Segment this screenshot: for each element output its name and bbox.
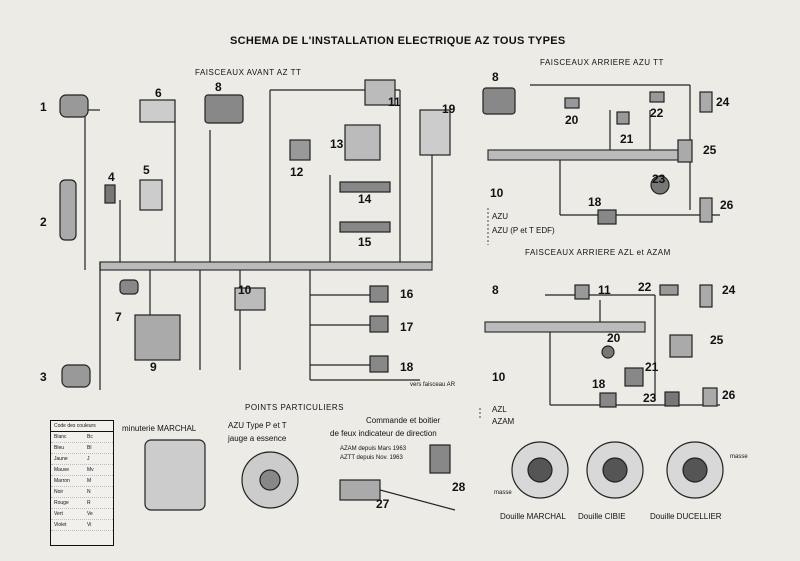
component-number: 10 [490,186,504,200]
caption-azu-pt: AZU Type P et T [228,421,287,430]
socket-ground-label: masse [730,454,748,460]
variant-azam: AZAM [492,417,515,426]
component-number: 7 [115,310,122,324]
component-number: 13 [330,137,344,151]
diagram-title: SCHEMA DE L'INSTALLATION ELECTRIQUE AZ T… [230,35,566,47]
caption-commande: Commande et boitier [366,416,441,425]
legend-header: Code des couleurs [51,421,113,432]
component-number: 28 [452,480,466,494]
component-number: 12 [290,165,304,179]
component-number: 19 [442,102,456,116]
component-number: 8 [492,283,499,297]
component-number: 11 [598,283,611,297]
component-number: 8 [215,80,222,94]
component-number: 26 [720,198,734,212]
variant-azu: AZU [492,212,508,221]
section-rear-azl: FAISCEAUX ARRIERE AZL et AZAM [525,248,671,257]
component-number: 18 [588,195,602,209]
socket-ground-label: masse [494,490,512,496]
socket-ducellier: Douille DUCELLIER [650,512,722,521]
section-points: POINTS PARTICULIERS [245,403,344,412]
component-number: 16 [400,287,414,301]
component-number: 24 [716,95,730,109]
component-number: 8 [492,70,499,84]
component-number: 20 [565,113,579,127]
component-number: 22 [638,280,652,294]
component-2-shape [59,179,77,241]
component-number: 1 [40,100,47,114]
component-number: 26 [722,388,736,402]
caption-jauge: jauge a essence [228,434,287,443]
component-number: 9 [150,360,157,374]
variant-azl: AZL [492,405,507,414]
component-number: 25 [710,333,724,347]
rear-azl-harness [484,321,646,333]
variant-azu-edf: AZU (P et T EDF) [492,226,555,235]
component-number: 2 [40,215,47,229]
component-1-shape [59,94,89,118]
component-number: 24 [722,283,736,297]
component-number: 10 [238,283,252,297]
caption-minuterie: minuterie MARCHAL [122,424,197,433]
component-number: 23 [643,391,657,405]
minuterie-shape [144,439,206,511]
component-number: 4 [108,170,115,184]
component-number: 21 [620,132,634,146]
section-rear-azu: FAISCEAUX ARRIERE AZU TT [540,58,664,67]
caption-vers-faisceau: vers faisceau AR [410,382,456,388]
socket-marchal: Douille MARCHAL [500,512,566,521]
component-number: 14 [358,192,372,206]
component-number: 10 [492,370,506,384]
caption-commande-2: de feux indicateur de direction [330,429,437,438]
component-number: 11 [388,95,401,109]
front-main-harness [99,261,433,271]
caption-azam-date: AZAM depuis Mars 1963 [340,446,407,452]
component-number: 21 [645,360,659,374]
component-number: 25 [703,143,717,157]
component-number: 23 [652,172,666,186]
component-number: 15 [358,235,372,249]
component-3-shape [61,364,91,388]
component-number: 20 [607,331,621,345]
component-number: 3 [40,370,47,384]
caption-aztt-date: AZTT depuis Nov. 1963 [340,455,403,461]
component-number: 18 [592,377,606,391]
socket-cibie: Douille CIBIE [578,512,626,521]
component-number: 18 [400,360,414,374]
component-number: 6 [155,86,162,100]
component-number: 17 [400,320,414,334]
component-number: 27 [376,497,390,511]
component-number: 22 [650,106,664,120]
section-front-harness: FAISCEAUX AVANT AZ TT [195,68,302,77]
rear-azu-harness [487,149,689,161]
component-number: 5 [143,163,150,177]
